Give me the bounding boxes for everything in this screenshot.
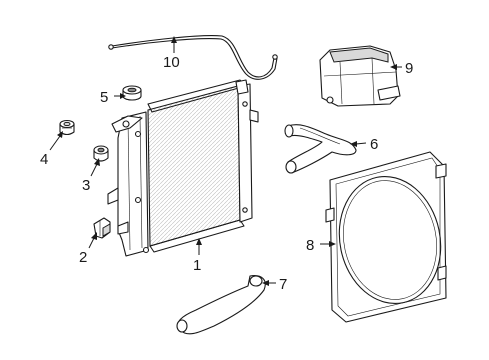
drain-plug [59, 119, 75, 136]
callout-labels: 1 2 3 4 5 6 7 8 9 10 [40, 54, 413, 293]
coolant-reservoir [319, 45, 401, 107]
callout-6: 6 [370, 136, 378, 153]
radiator-cap [122, 85, 142, 101]
insulator [93, 145, 109, 162]
overflow-hose [108, 35, 278, 80]
callout-1: 1 [193, 257, 201, 274]
leader-lines [49, 36, 402, 286]
radiator [107, 79, 259, 257]
callout-7: 7 [279, 276, 287, 293]
callout-9: 9 [405, 60, 413, 77]
callout-5: 5 [100, 89, 108, 106]
fan-shroud [325, 151, 447, 323]
callout-8: 8 [306, 237, 314, 254]
callout-10: 10 [163, 54, 180, 71]
callout-3: 3 [82, 177, 90, 194]
callout-2: 2 [79, 249, 87, 266]
upper-hose [284, 124, 357, 174]
lower-hose [176, 275, 266, 335]
callout-4: 4 [40, 151, 48, 168]
